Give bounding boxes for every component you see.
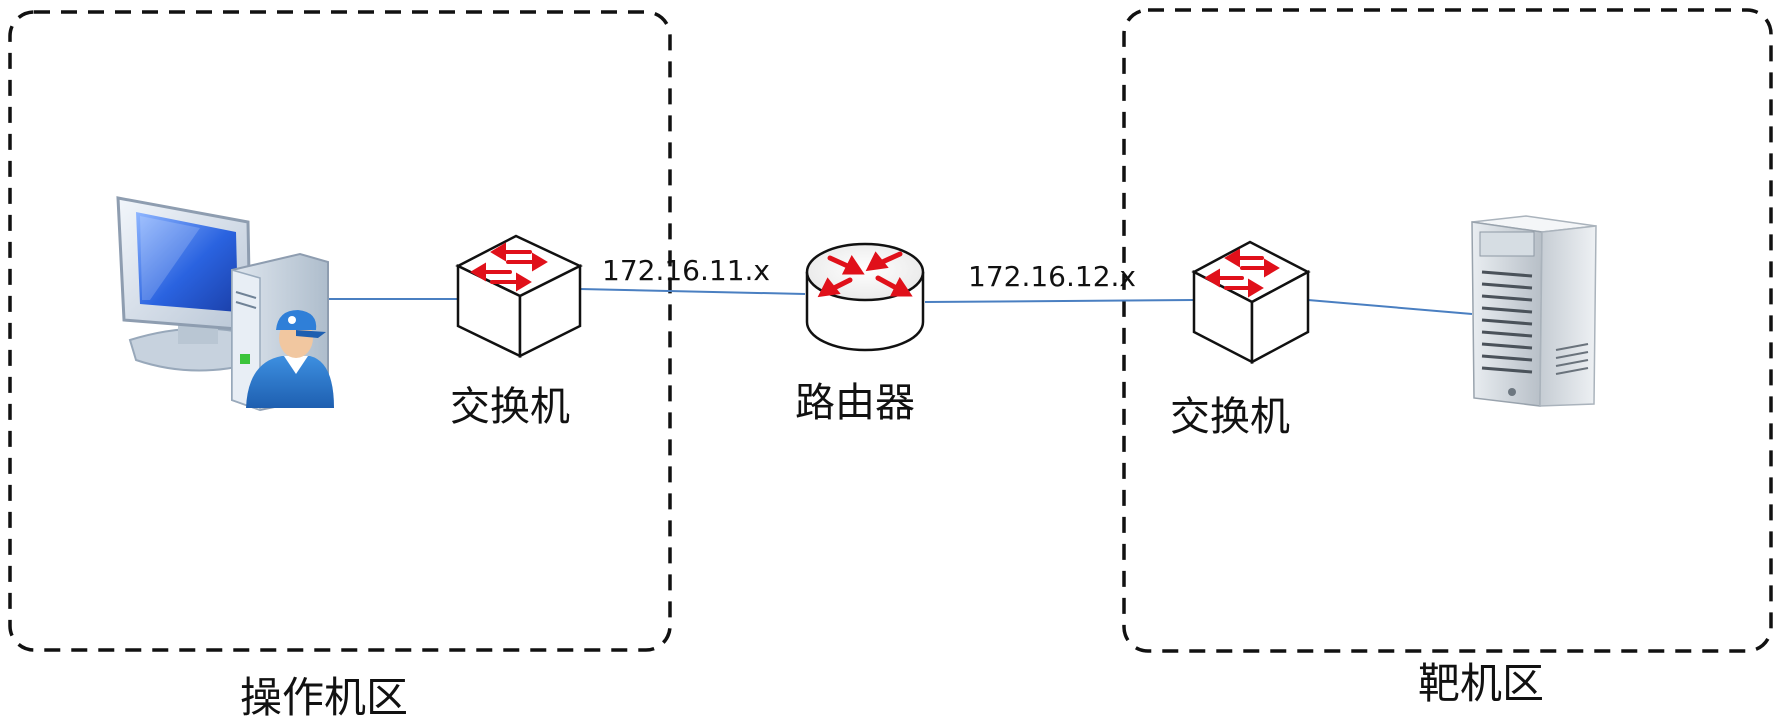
operator-zone-border <box>8 10 672 652</box>
network-label-left: 172.16.11.x <box>602 254 770 287</box>
router-label: 路由器 <box>795 380 915 426</box>
target-zone-border <box>1122 8 1773 653</box>
tower-server-icon <box>1471 215 1597 407</box>
link-switch-right-to-server <box>1307 299 1473 315</box>
network-label-right: 172.16.12.x <box>968 260 1136 293</box>
router-icon <box>805 242 925 352</box>
link-switch-left-to-router <box>579 288 806 295</box>
workstation-user-icon <box>116 196 334 412</box>
switch-left-label: 交换机 <box>450 384 570 430</box>
network-links <box>326 288 1473 315</box>
switch-right-label: 交换机 <box>1170 394 1290 440</box>
link-router-to-switch-right <box>924 299 1195 303</box>
operator-zone-label: 操作机区 <box>240 673 409 722</box>
switch-left-icon <box>455 234 583 359</box>
switch-right-icon <box>1191 240 1311 365</box>
target-zone-label: 靶机区 <box>1418 659 1545 708</box>
